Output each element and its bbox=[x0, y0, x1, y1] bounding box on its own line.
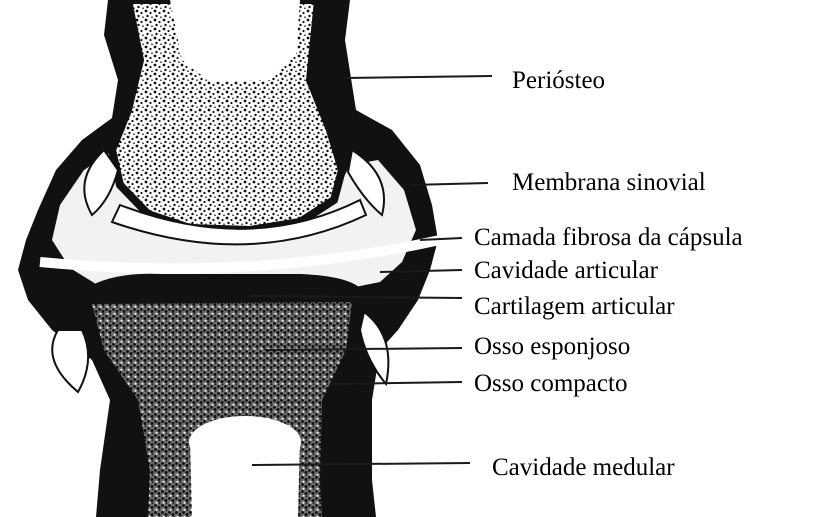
label-camada-fibrosa-da-capsula: Camada fibrosa da cápsula bbox=[474, 224, 743, 251]
label-periosteo: Periósteo bbox=[512, 67, 605, 94]
lower-articular-cartilage bbox=[84, 274, 362, 304]
leader-periosteo bbox=[345, 76, 492, 78]
lower-medullary-cavity-top bbox=[189, 416, 301, 468]
label-cavidade-articular: Cavidade articular bbox=[474, 257, 659, 284]
label-membrana-sinovial: Membrana sinovial bbox=[512, 169, 706, 196]
label-cavidade-medular: Cavidade medular bbox=[492, 454, 675, 481]
label-osso-esponjoso: Osso esponjoso bbox=[474, 333, 630, 360]
left-lower-fold bbox=[52, 330, 88, 392]
label-cartilagem-articular: Cartilagem articular bbox=[474, 293, 675, 320]
label-osso-compacto: Osso compacto bbox=[474, 370, 627, 397]
